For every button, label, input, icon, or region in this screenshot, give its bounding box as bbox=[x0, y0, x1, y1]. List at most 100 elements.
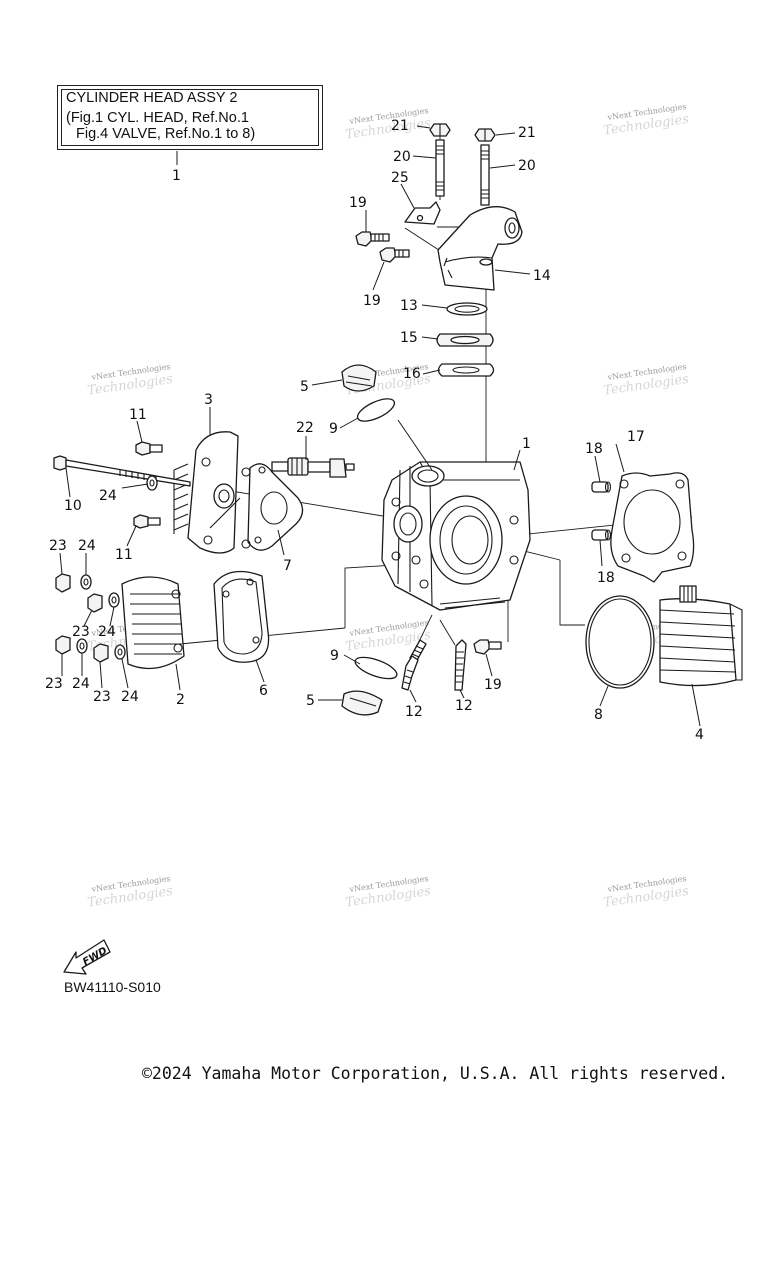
cap-nut-23-b bbox=[87, 593, 103, 613]
cap-nut-23-d bbox=[93, 643, 109, 663]
watermark-5: Technologies vNext Technologies bbox=[602, 362, 690, 399]
callout-9-bottom: 9 bbox=[330, 648, 339, 664]
assembly-ref-line-1: (Fig.1 CYL. HEAD, Ref.No.1 bbox=[66, 110, 249, 126]
callout-12-right: 12 bbox=[455, 698, 473, 714]
callout-24-d: 24 bbox=[72, 676, 90, 692]
bolt-19-lower bbox=[379, 247, 410, 263]
watermark-3: Technologies vNext Technologies bbox=[86, 362, 174, 399]
o-ring-8 bbox=[585, 595, 655, 689]
assembly-ref-line-2: Fig.4 VALVE, Ref.No.1 to 8) bbox=[76, 126, 256, 142]
bracket-25 bbox=[404, 201, 441, 225]
callout-2: 2 bbox=[176, 692, 185, 708]
callout-16: 16 bbox=[403, 366, 421, 382]
callout-1-head: 1 bbox=[522, 436, 531, 452]
align-line-stud12-right bbox=[439, 619, 456, 646]
watermark-10: Technologies vNext Technologies bbox=[344, 874, 432, 911]
callout-25: 25 bbox=[391, 170, 409, 186]
callout-19-bottom: 19 bbox=[484, 677, 502, 693]
intake-manifold-14 bbox=[437, 206, 523, 291]
callout-6: 6 bbox=[259, 683, 268, 699]
callout-3: 3 bbox=[204, 392, 213, 408]
dowel-pin-18-top bbox=[591, 481, 612, 493]
long-bolt-10 bbox=[53, 455, 191, 487]
stud-12-left bbox=[401, 639, 427, 691]
spark-plug-22 bbox=[271, 457, 355, 478]
cap-nut-23-c bbox=[55, 635, 71, 655]
assembly-reference-box: CYLINDER HEAD ASSY 2 (Fig.1 CYL. HEAD, R… bbox=[57, 85, 323, 150]
callout-17: 17 bbox=[627, 429, 645, 445]
cap-nut-23-a bbox=[55, 573, 71, 593]
callout-9-top: 9 bbox=[329, 421, 338, 437]
side-cover-2 bbox=[121, 576, 185, 670]
gasket-7 bbox=[247, 463, 304, 551]
stud-20-left bbox=[435, 139, 445, 197]
watermark-11: Technologies vNext Technologies bbox=[602, 874, 690, 911]
callout-23-d: 23 bbox=[93, 689, 111, 705]
callout-10: 10 bbox=[64, 498, 82, 514]
callout-23-a: 23 bbox=[49, 538, 67, 554]
callout-18-bottom: 18 bbox=[597, 570, 615, 586]
dowel-pin-18-bottom bbox=[591, 529, 612, 541]
callout-13: 13 bbox=[400, 298, 418, 314]
gasket-16 bbox=[437, 363, 495, 377]
callout-11-bottom: 11 bbox=[115, 547, 133, 563]
watermark-9: Technologies vNext Technologies bbox=[86, 874, 174, 911]
callout-15: 15 bbox=[400, 330, 418, 346]
washer-24-d bbox=[114, 644, 126, 660]
align-line-oring8 bbox=[559, 560, 585, 626]
washer-24-c bbox=[76, 638, 88, 654]
callout-23-c: 23 bbox=[45, 676, 63, 692]
callout-7: 7 bbox=[283, 558, 292, 574]
callout-19-lower: 19 bbox=[363, 293, 381, 309]
bolt-11-bottom bbox=[133, 514, 161, 529]
bolt-11-top bbox=[135, 441, 163, 456]
callout-21-right: 21 bbox=[518, 125, 536, 141]
cylinder-4 bbox=[659, 585, 743, 687]
callout-24-top: 24 bbox=[99, 488, 117, 504]
gasket-17 bbox=[610, 472, 695, 583]
insulator-15 bbox=[436, 333, 494, 347]
watermark-2: Technologies vNext Technologies bbox=[602, 102, 690, 139]
callout-24-e: 24 bbox=[121, 689, 139, 705]
cap-5-bottom bbox=[341, 690, 383, 716]
o-ring-9-bottom bbox=[354, 656, 398, 680]
diagram-code: BW41110-S010 bbox=[64, 979, 161, 995]
callout-19-upper: 19 bbox=[349, 195, 367, 211]
callout-21-left: 21 bbox=[391, 118, 409, 134]
assembly-box-inner-frame bbox=[61, 89, 319, 146]
forward-arrow-icon: FWD bbox=[63, 939, 111, 975]
cap-5-top bbox=[341, 364, 377, 392]
callout-22: 22 bbox=[296, 420, 314, 436]
bolt-19-bottom bbox=[473, 639, 502, 655]
assembly-title: CYLINDER HEAD ASSY 2 bbox=[66, 90, 238, 106]
washer-13 bbox=[446, 302, 488, 316]
washer-24-a bbox=[80, 574, 92, 590]
gasket-6 bbox=[213, 570, 270, 663]
leader-lines bbox=[59, 125, 701, 727]
bolt-19-upper bbox=[355, 231, 390, 247]
align-line-side-cover-2 bbox=[344, 564, 396, 628]
callout-18-top: 18 bbox=[585, 441, 603, 457]
callout-23-b: 23 bbox=[72, 624, 90, 640]
callout-24-b: 24 bbox=[78, 538, 96, 554]
watermark-1: Technologies vNext Technologies bbox=[344, 106, 432, 143]
cylinder-head-1 bbox=[381, 461, 531, 611]
callout-1-assy: 1 bbox=[172, 168, 181, 184]
nut-21-right bbox=[474, 128, 496, 142]
washer-24-top bbox=[146, 475, 158, 491]
callout-14: 14 bbox=[533, 268, 551, 284]
callout-11-top: 11 bbox=[129, 407, 147, 423]
callout-8: 8 bbox=[594, 707, 603, 723]
copyright-notice: ©2024 Yamaha Motor Corporation, U.S.A. A… bbox=[142, 1064, 729, 1083]
cover-3 bbox=[173, 431, 251, 554]
stud-20-right bbox=[480, 144, 490, 206]
callout-12-left: 12 bbox=[405, 704, 423, 720]
callout-5-top: 5 bbox=[300, 379, 309, 395]
callout-numbers: 1 21 21 20 20 25 19 19 14 13 15 16 5 3 1… bbox=[45, 118, 704, 743]
callout-24-c: 24 bbox=[98, 624, 116, 640]
washer-24-b bbox=[108, 592, 120, 608]
o-ring-9-top bbox=[356, 398, 396, 422]
callout-20-right: 20 bbox=[518, 158, 536, 174]
callout-4: 4 bbox=[695, 727, 704, 743]
